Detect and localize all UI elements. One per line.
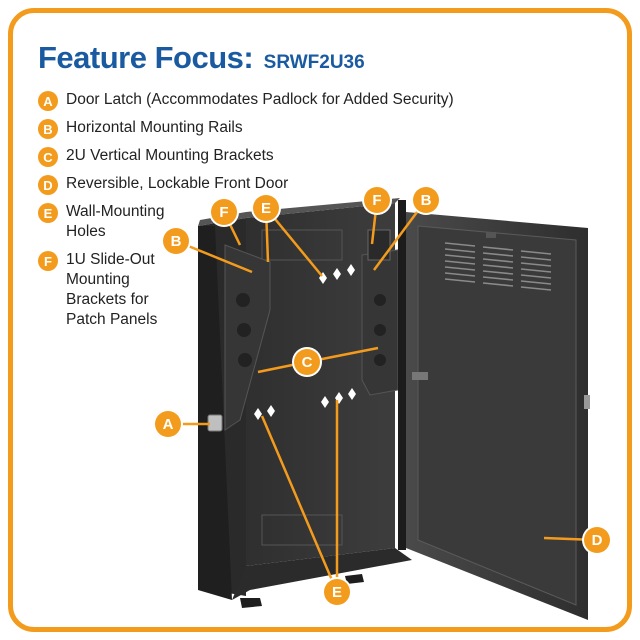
feature-item: F 1U Slide-Out Mounting Brackets for Pat… [38, 250, 168, 330]
feature-text: Door Latch (Accommodates Padlock for Add… [66, 91, 454, 108]
back-panel [246, 203, 395, 566]
callout-b-left: B [163, 228, 189, 254]
feature-badge: E [38, 203, 58, 223]
feature-text: 1U Slide-Out Mounting Brackets for Patch… [66, 251, 158, 328]
feature-item: B Horizontal Mounting Rails [38, 118, 243, 139]
feature-text: Reversible, Lockable Front Door [66, 175, 289, 192]
feature-item: C 2U Vertical Mounting Brackets [38, 146, 274, 167]
callout-b-right: B [413, 187, 439, 213]
feature-badge: A [38, 91, 58, 111]
callout-e-bottom: E [324, 579, 350, 605]
callout-d: D [584, 527, 610, 553]
page-title: Feature Focus: SRWF2U36 [38, 40, 365, 76]
callout-f-right: F [364, 187, 390, 213]
feature-item: D Reversible, Lockable Front Door [38, 174, 288, 195]
callout-e-top: E [253, 195, 279, 221]
feature-badge: D [38, 175, 58, 195]
title-main: Feature Focus: [38, 40, 254, 75]
feature-item: E Wall-Mounting Holes [38, 202, 188, 242]
feature-badge: F [38, 251, 58, 271]
callout-f-left: F [211, 199, 237, 225]
feature-text: Horizontal Mounting Rails [66, 119, 243, 136]
callout-a: A [155, 411, 181, 437]
callout-c: C [294, 349, 320, 375]
feature-item: A Door Latch (Accommodates Padlock for A… [38, 90, 454, 111]
feature-badge: C [38, 147, 58, 167]
feature-text: Wall-Mounting Holes [66, 203, 165, 240]
feature-badge: B [38, 119, 58, 139]
feature-text: 2U Vertical Mounting Brackets [66, 147, 274, 164]
title-model: SRWF2U36 [263, 52, 365, 73]
